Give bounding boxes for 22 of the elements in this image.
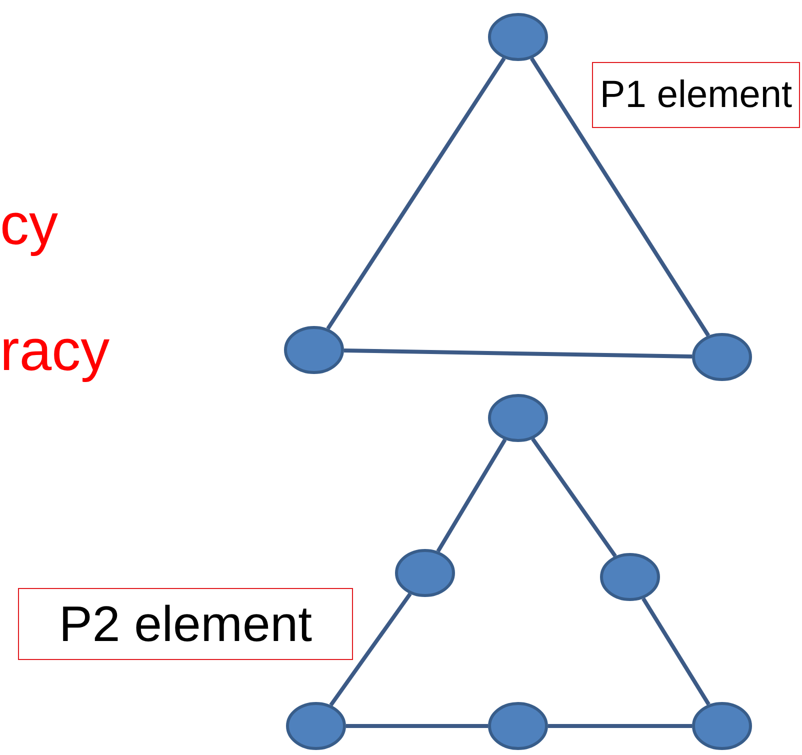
cropped-text: cy xyxy=(0,196,58,254)
circle-node xyxy=(692,333,752,381)
circle-node xyxy=(488,13,548,61)
connector-line xyxy=(329,592,412,706)
connector-line xyxy=(326,57,506,330)
circle-node xyxy=(488,702,548,750)
connector-line xyxy=(530,57,710,337)
label-box: P1 element xyxy=(592,62,800,128)
connector-line xyxy=(344,348,692,358)
label-box: P2 element xyxy=(18,588,353,660)
connector-line xyxy=(346,724,488,728)
circle-node xyxy=(286,702,346,750)
circle-node xyxy=(600,553,660,601)
connector-line xyxy=(548,724,692,728)
circle-node xyxy=(692,702,752,750)
circle-node xyxy=(284,326,344,374)
circle-node xyxy=(395,549,455,597)
connector-line xyxy=(436,438,507,552)
connector-line xyxy=(531,438,617,558)
cropped-text: racy xyxy=(0,322,110,380)
connector-line xyxy=(642,597,710,706)
circle-node xyxy=(488,394,548,442)
